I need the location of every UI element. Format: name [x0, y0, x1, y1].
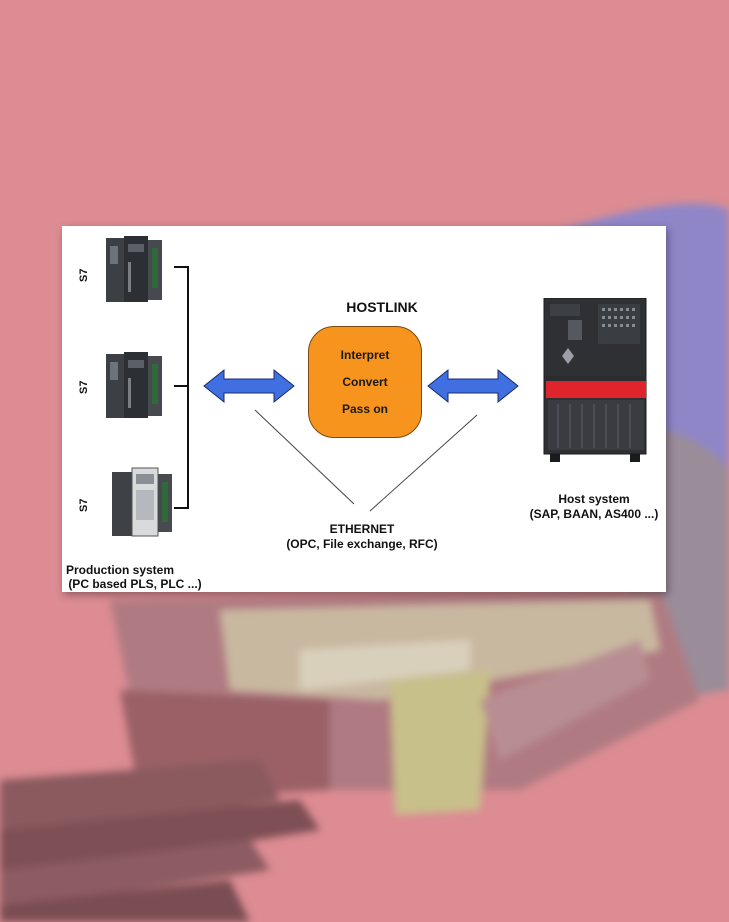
- ethernet-caption: ETHERNET (OPC, File exchange, RFC): [272, 522, 452, 552]
- host-caption-line1: Host system: [558, 492, 630, 506]
- double-arrow-right: [427, 368, 519, 404]
- hostlink-step-interpret: Interpret: [340, 347, 390, 362]
- hostlink-step-convert: Convert: [342, 374, 388, 389]
- host-caption-line2: (SAP, BAAN, AS400 ...): [529, 507, 659, 521]
- production-caption-line1: Production system: [65, 563, 175, 577]
- double-arrow-left: [203, 368, 295, 404]
- host-system-caption: Host system (SAP, BAAN, AS400 ...): [514, 492, 674, 522]
- diagram-panel: S7 S7 S7 Production system (PC based PLS…: [62, 226, 666, 592]
- hostlink-title: HOSTLINK: [346, 299, 418, 315]
- plc-image: [112, 467, 172, 537]
- s7-label: S7: [78, 380, 90, 394]
- hostlink-box: Interpret Convert Pass on: [308, 326, 422, 438]
- production-caption-line2: (PC based PLS, PLC ...): [68, 577, 202, 591]
- ethernet-line-right: [369, 414, 478, 512]
- connector-lines: [174, 266, 519, 512]
- host-server-image: [543, 298, 647, 462]
- plc-image: [106, 352, 162, 418]
- production-system-caption-sub: (PC based PLS, PLC ...): [62, 577, 208, 592]
- production-system-caption: Production system: [62, 563, 178, 578]
- ethernet-line-left: [254, 409, 355, 505]
- ethernet-line2: (OPC, File exchange, RFC): [286, 537, 438, 551]
- ethernet-line1: ETHERNET: [329, 522, 395, 536]
- plc-image: [106, 236, 162, 302]
- hostlink-step-pass-on: Pass on: [341, 401, 389, 416]
- s7-label: S7: [78, 268, 90, 282]
- s7-label: S7: [78, 498, 90, 512]
- plc-bracket: [174, 266, 189, 509]
